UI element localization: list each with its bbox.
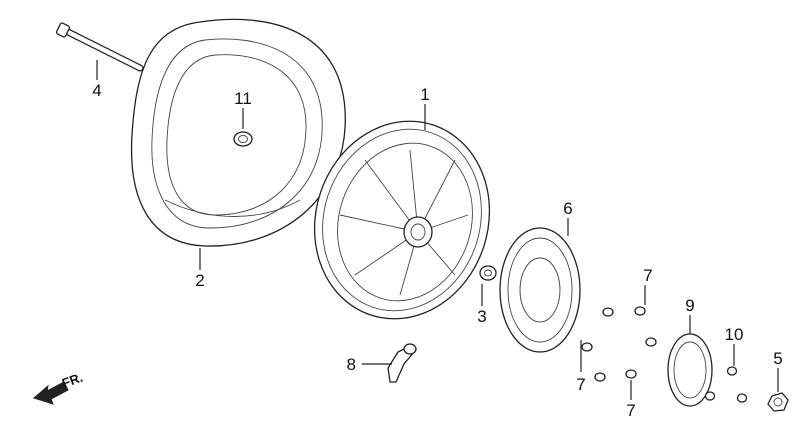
callout-2: 2 [195,271,204,290]
nut-11-part [233,131,253,147]
wheel-rim-part [313,120,491,320]
callout-3: 3 [477,307,486,326]
callout-4: 4 [92,81,101,100]
screw-10-part [704,366,748,403]
spacer-3-part [479,265,497,281]
callout-7c: 7 [626,401,635,420]
front-direction-indicator: FR. [32,370,85,405]
callout-8: 8 [347,355,356,374]
front-arrow-icon [32,381,69,405]
tone-ring-part [667,333,713,407]
front-direction-label: FR. [60,370,85,391]
callout-1: 1 [420,85,429,104]
callout-10: 10 [725,325,744,344]
valve-stem-part [387,343,417,383]
bolt-7-part [581,306,657,382]
callout-9: 9 [685,296,694,315]
callout-6: 6 [563,199,572,218]
callout-5: 5 [773,349,782,368]
brake-disc-part [499,227,581,353]
axle-part [55,22,144,72]
callout-7b: 7 [576,375,585,394]
axle-nut-part [767,392,789,412]
callout-11: 11 [234,89,252,108]
callout-7a: 7 [643,266,652,285]
